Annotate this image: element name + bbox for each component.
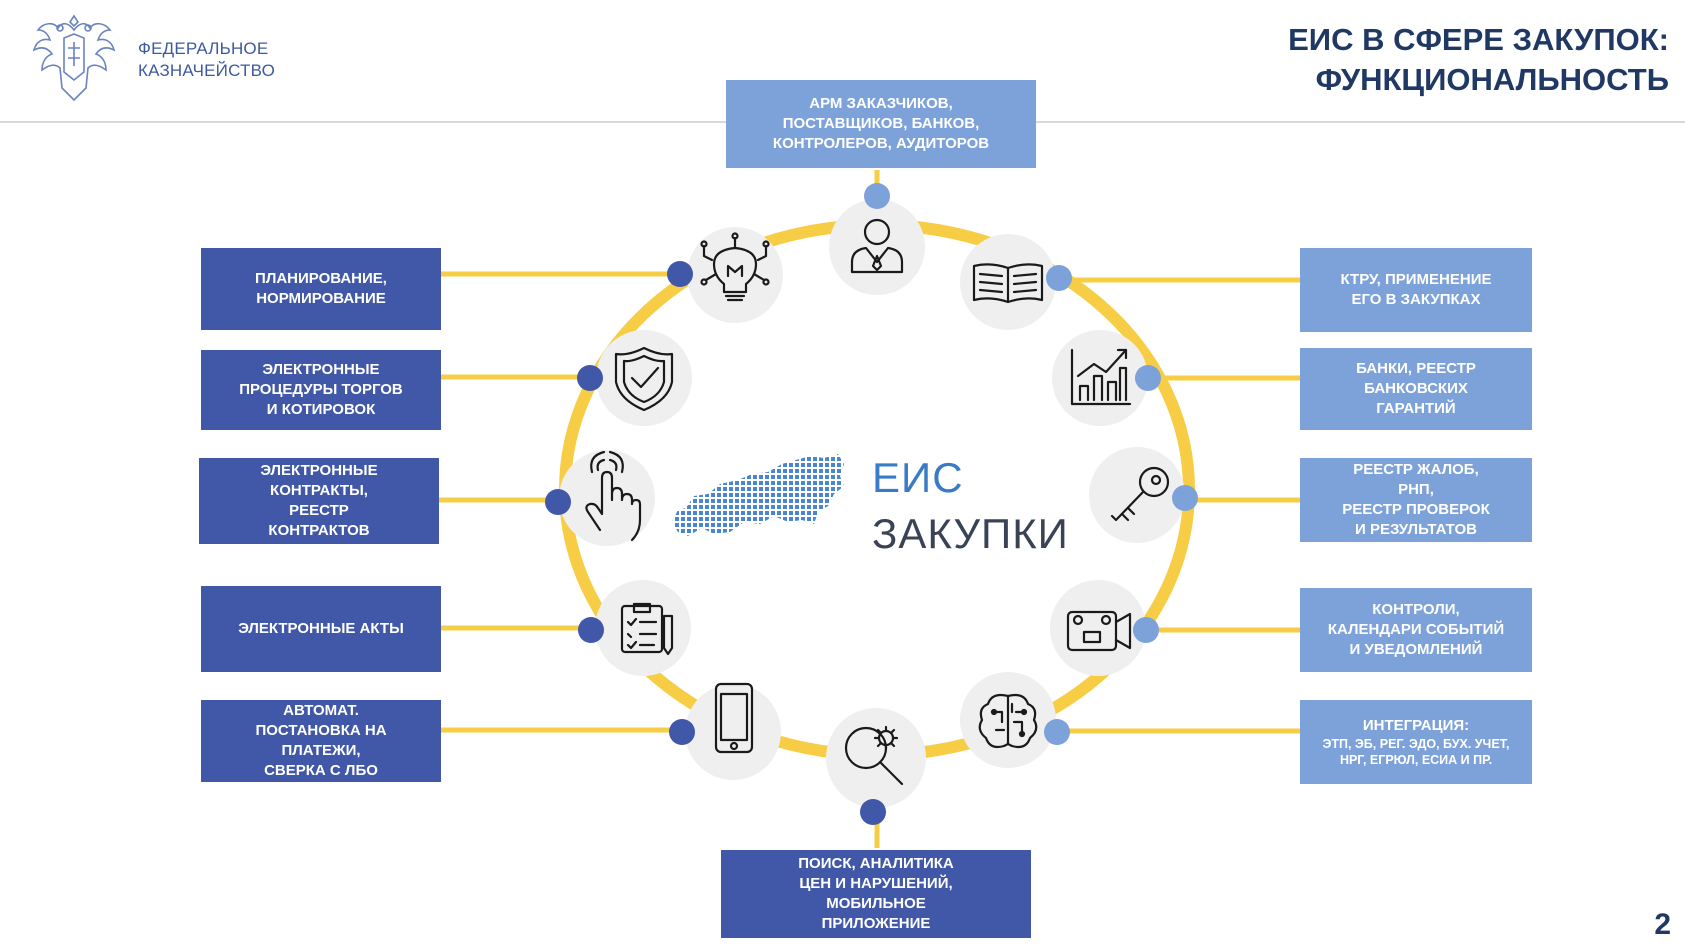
node-left-1: ПЛАНИРОВАНИЕ, НОРМИРОВАНИЕ xyxy=(201,248,441,330)
page-title: ЕИС В СФЕРЕ ЗАКУПОК: ФУНКЦИОНАЛЬНОСТЬ xyxy=(1288,20,1669,100)
node-left-1-label: ПЛАНИРОВАНИЕ, НОРМИРОВАНИЕ xyxy=(255,270,387,307)
circle-l5 xyxy=(685,684,781,780)
org-name-line2: КАЗНАЧЕЙСТВО xyxy=(138,61,275,80)
logo-line1: ЕИС xyxy=(872,454,964,501)
dot-right-4 xyxy=(1133,617,1159,643)
node-right-1: КТРУ, ПРИМЕНЕНИЕ ЕГО В ЗАКУПКАХ xyxy=(1300,248,1532,332)
node-right-2: БАНКИ, РЕЕСТР БАНКОВСКИХ ГАРАНТИЙ xyxy=(1300,348,1532,430)
dot-right-2 xyxy=(1135,365,1161,391)
search-gear-icon xyxy=(844,725,904,786)
node-left-4-label: ЭЛЕКТРОННЫЕ АКТЫ xyxy=(238,620,404,637)
shield-check-icon xyxy=(614,346,674,412)
dot-right-5 xyxy=(1044,719,1070,745)
emblem-icon xyxy=(32,14,116,102)
checklist-icon xyxy=(620,602,674,656)
camera-icon xyxy=(1066,610,1132,652)
circle-r2 xyxy=(1052,330,1148,426)
node-top: АРМ ЗАКАЗЧИКОВ, ПОСТАВЩИКОВ, БАНКОВ, КОН… xyxy=(726,80,1036,168)
title-line2: ФУНКЦИОНАЛЬНОСТЬ xyxy=(1315,62,1669,97)
node-left-3-label: ЭЛЕКТРОННЫЕ КОНТРАКТЫ, РЕЕСТР КОНТРАКТОВ xyxy=(260,462,378,539)
node-right-3: РЕЕСТР ЖАЛОБ, РНП, РЕЕСТР ПРОВЕРОК И РЕЗ… xyxy=(1300,458,1532,542)
node-left-3: ЭЛЕКТРОННЫЕ КОНТРАКТЫ, РЕЕСТР КОНТРАКТОВ xyxy=(199,458,439,544)
dot-bottom xyxy=(860,799,886,825)
node-bottom-label: ПОИСК, АНАЛИТИКА ЦЕН И НАРУШЕНИЙ, МОБИЛЬ… xyxy=(798,855,954,932)
dot-left-2 xyxy=(577,365,603,391)
circle-l1 xyxy=(687,227,783,323)
dot-right-3 xyxy=(1172,485,1198,511)
node-right-5: ИНТЕГРАЦИЯ: ЭТП, ЭБ, РЕГ. ЭДО, БУХ. УЧЕТ… xyxy=(1300,700,1532,784)
circle-r4 xyxy=(1050,580,1146,676)
node-right-5-detail: ЭТП, ЭБ, РЕГ. ЭДО, БУХ. УЧЕТ, НРГ, ЕГРЮЛ… xyxy=(1322,737,1510,767)
bulb-icon xyxy=(700,232,770,302)
logo-line2: ЗАКУПКИ xyxy=(872,510,1069,557)
circle-l3 xyxy=(559,450,655,546)
user-icon xyxy=(850,218,904,274)
node-right-1-label: КТРУ, ПРИМЕНЕНИЕ ЕГО В ЗАКУПКАХ xyxy=(1340,271,1492,308)
node-left-2: ЭЛЕКТРОННЫЕ ПРОЦЕДУРЫ ТОРГОВ И КОТИРОВОК xyxy=(201,350,441,430)
title-line1: ЕИС В СФЕРЕ ЗАКУПОК: xyxy=(1288,22,1669,57)
touch-icon xyxy=(585,450,642,542)
node-top-label: АРМ ЗАКАЗЧИКОВ, ПОСТАВЩИКОВ, БАНКОВ, КОН… xyxy=(772,95,990,152)
brain-icon xyxy=(978,693,1038,749)
node-right-2-label: БАНКИ, РЕЕСТР БАНКОВСКИХ ГАРАНТИЙ xyxy=(1356,360,1476,417)
dot-left-1 xyxy=(667,261,693,287)
node-left-5: АВТОМАТ. ПОСТАНОВКА НА ПЛАТЕЖИ, СВЕРКА С… xyxy=(201,700,441,782)
russia-map-icon xyxy=(672,454,844,536)
key-icon xyxy=(1110,466,1170,522)
dot-left-4 xyxy=(578,617,604,643)
dot-right-1 xyxy=(1046,265,1072,291)
phone-icon xyxy=(714,682,754,754)
node-left-5-label: АВТОМАТ. ПОСТАНОВКА НА ПЛАТЕЖИ, СВЕРКА С… xyxy=(255,702,387,779)
book-icon xyxy=(972,263,1044,304)
organization-name: ФЕДЕРАЛЬНОЕ КАЗНАЧЕЙСТВО xyxy=(138,38,275,82)
page-number: 2 xyxy=(1654,908,1671,941)
dot-left-3 xyxy=(545,489,571,515)
org-name-line1: ФЕДЕРАЛЬНОЕ xyxy=(138,39,269,58)
node-right-3-label: РЕЕСТР ЖАЛОБ, РНП, РЕЕСТР ПРОВЕРОК И РЕЗ… xyxy=(1342,461,1490,538)
dot-left-5 xyxy=(669,719,695,745)
node-bottom: ПОИСК, АНАЛИТИКА ЦЕН И НАРУШЕНИЙ, МОБИЛЬ… xyxy=(721,850,1031,938)
node-left-2-label: ЭЛЕКТРОННЫЕ ПРОЦЕДУРЫ ТОРГОВ И КОТИРОВОК xyxy=(239,361,403,418)
node-left-4: ЭЛЕКТРОННЫЕ АКТЫ xyxy=(201,586,441,672)
node-right-5-title: ИНТЕГРАЦИЯ: xyxy=(1362,717,1470,734)
eis-logo-text: ЕИС ЗАКУПКИ xyxy=(872,450,1069,562)
node-right-4: КОНТРОЛИ, КАЛЕНДАРИ СОБЫТИЙ И УВЕДОМЛЕНИ… xyxy=(1300,588,1532,672)
chart-icon xyxy=(1070,348,1132,406)
dot-top xyxy=(864,183,890,209)
node-right-4-label: КОНТРОЛИ, КАЛЕНДАРИ СОБЫТИЙ И УВЕДОМЛЕНИ… xyxy=(1327,601,1505,658)
